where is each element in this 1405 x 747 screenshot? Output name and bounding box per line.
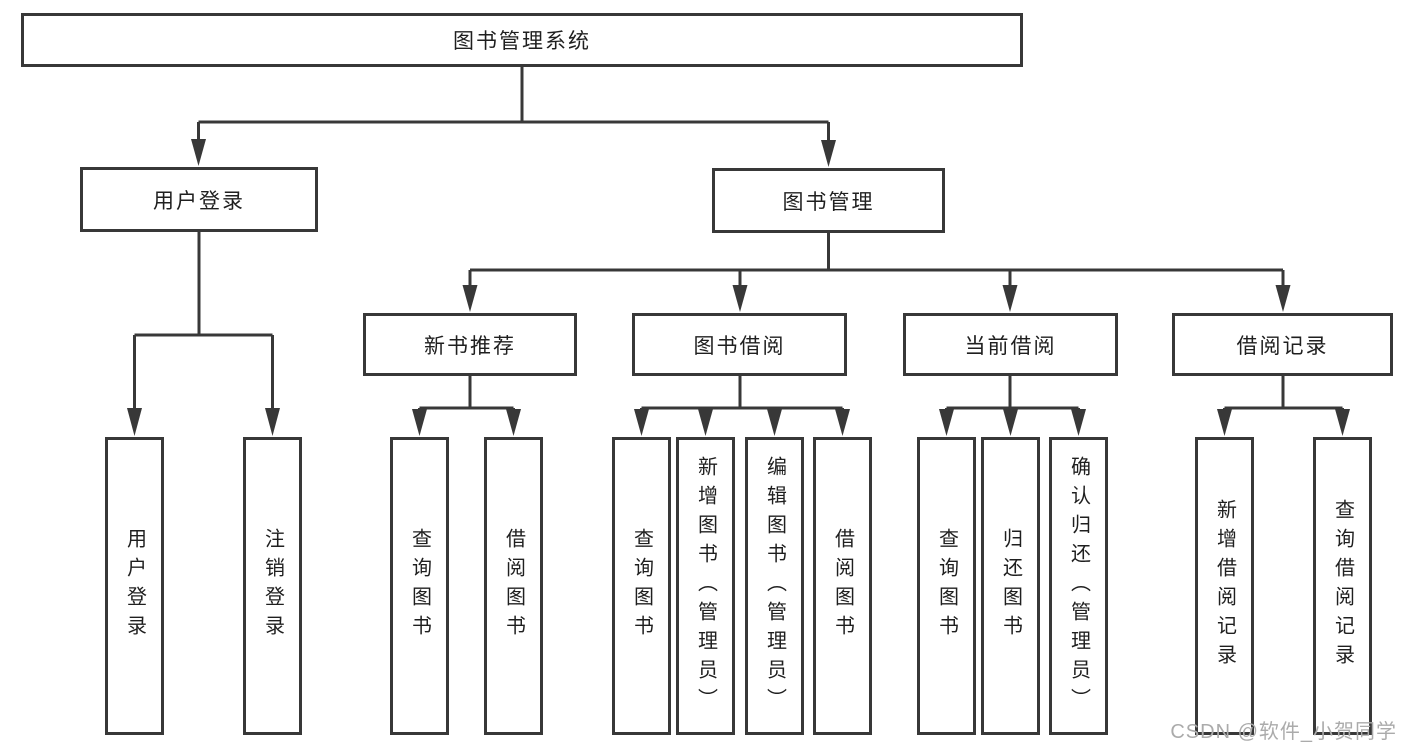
arrowhead bbox=[1335, 409, 1350, 436]
leaf-return-books: 归还图书 bbox=[981, 437, 1040, 735]
edge-userlogin-to-leaves bbox=[133, 232, 274, 412]
leaf-borrow-books-borrowing: 借阅图书 bbox=[813, 437, 872, 735]
leaf-confirm-return-admin: 确认归还（管理员） bbox=[1049, 437, 1108, 735]
node-user-login-group: 用户登录 bbox=[80, 167, 318, 232]
arrowhead bbox=[1071, 409, 1086, 436]
node-current-borrowing: 当前借阅 bbox=[903, 313, 1118, 376]
edge-root-to-level2 bbox=[197, 67, 830, 143]
arrowhead bbox=[698, 409, 713, 436]
leaf-borrow-books-newbooks: 借阅图书 bbox=[484, 437, 543, 735]
csdn-watermark: CSDN @软件_小贺同学 bbox=[1170, 721, 1397, 743]
arrowhead bbox=[732, 285, 748, 312]
leaf-add-books-admin: 新增图书（管理员） bbox=[676, 437, 735, 735]
arrowhead bbox=[127, 408, 142, 436]
node-book-borrowing: 图书借阅 bbox=[632, 313, 847, 376]
leaf-logout: 注销登录 bbox=[243, 437, 302, 735]
edge-borrowrecords-to-leaves bbox=[1223, 375, 1344, 414]
leaf-query-books-current: 查询图书 bbox=[917, 437, 976, 735]
node-library-management-system: 图书管理系统 bbox=[21, 13, 1023, 67]
leaf-user-login: 用户登录 bbox=[105, 437, 164, 735]
node-book-management: 图书管理 bbox=[712, 168, 945, 233]
edge-newbooks-to-leaves bbox=[418, 376, 515, 414]
arrowhead bbox=[835, 409, 850, 436]
edge-bookmgmt-to-level3 bbox=[468, 233, 1285, 288]
arrowhead bbox=[767, 409, 782, 436]
node-new-book-recommendation: 新书推荐 bbox=[363, 313, 577, 376]
leaf-add-borrow-record: 新增借阅记录 bbox=[1195, 437, 1254, 735]
leaf-edit-books-admin: 编辑图书（管理员） bbox=[745, 437, 804, 735]
arrowhead bbox=[506, 409, 521, 436]
edge-currentborrow-to-leaves bbox=[945, 375, 1080, 414]
arrowhead bbox=[265, 408, 280, 436]
arrowhead bbox=[634, 409, 649, 436]
arrowhead bbox=[1275, 285, 1291, 312]
arrowhead bbox=[821, 140, 836, 167]
edge-bookborrow-to-leaves bbox=[640, 376, 844, 414]
arrowhead bbox=[191, 139, 206, 166]
arrowhead bbox=[1217, 409, 1232, 436]
arrowhead bbox=[412, 409, 427, 436]
leaf-query-borrow-record: 查询借阅记录 bbox=[1313, 437, 1372, 735]
arrowhead bbox=[462, 285, 478, 312]
leaf-query-books-newbooks: 查询图书 bbox=[390, 437, 449, 735]
arrowhead bbox=[939, 409, 954, 436]
arrowhead bbox=[1002, 285, 1018, 312]
leaf-query-books-borrowing: 查询图书 bbox=[612, 437, 671, 735]
arrowhead bbox=[1003, 409, 1018, 436]
node-borrowing-records: 借阅记录 bbox=[1172, 313, 1393, 376]
